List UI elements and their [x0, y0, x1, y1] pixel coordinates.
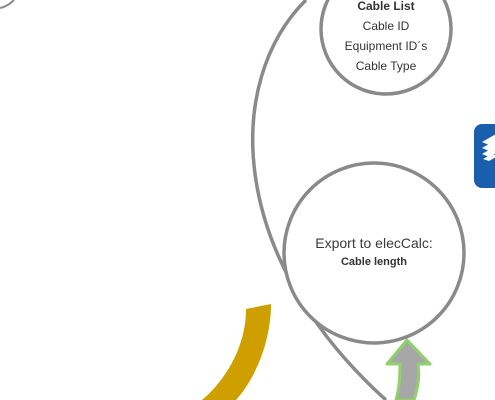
cable-list-item-equipment-ids: Equipment ID´s [344, 39, 428, 53]
top-left-edge-fragment [0, 0, 15, 9]
stacked-layers-icon [474, 124, 495, 188]
export-node-circle [282, 161, 466, 345]
export-node: Export to elecCalc: Cable length [284, 233, 464, 271]
gold-curved-arrow [202, 304, 271, 400]
stacked-layers-icon-glyph [482, 134, 495, 161]
outer-loop-arc [251, 0, 388, 400]
cable-list-item-cable-id: Cable ID [362, 19, 410, 33]
export-node-subtitle: Cable length [340, 256, 407, 268]
cable-list-node: Cable List Cable ID Equipment ID´s Cable… [322, 0, 450, 76]
export-node-title: Export to elecCalc: [315, 235, 433, 251]
gray-green-arrow [385, 338, 432, 400]
cable-list-item-cable-type: Cable Type [355, 59, 417, 73]
cable-list-circle [319, 0, 453, 96]
cable-list-title: Cable List [357, 0, 415, 13]
